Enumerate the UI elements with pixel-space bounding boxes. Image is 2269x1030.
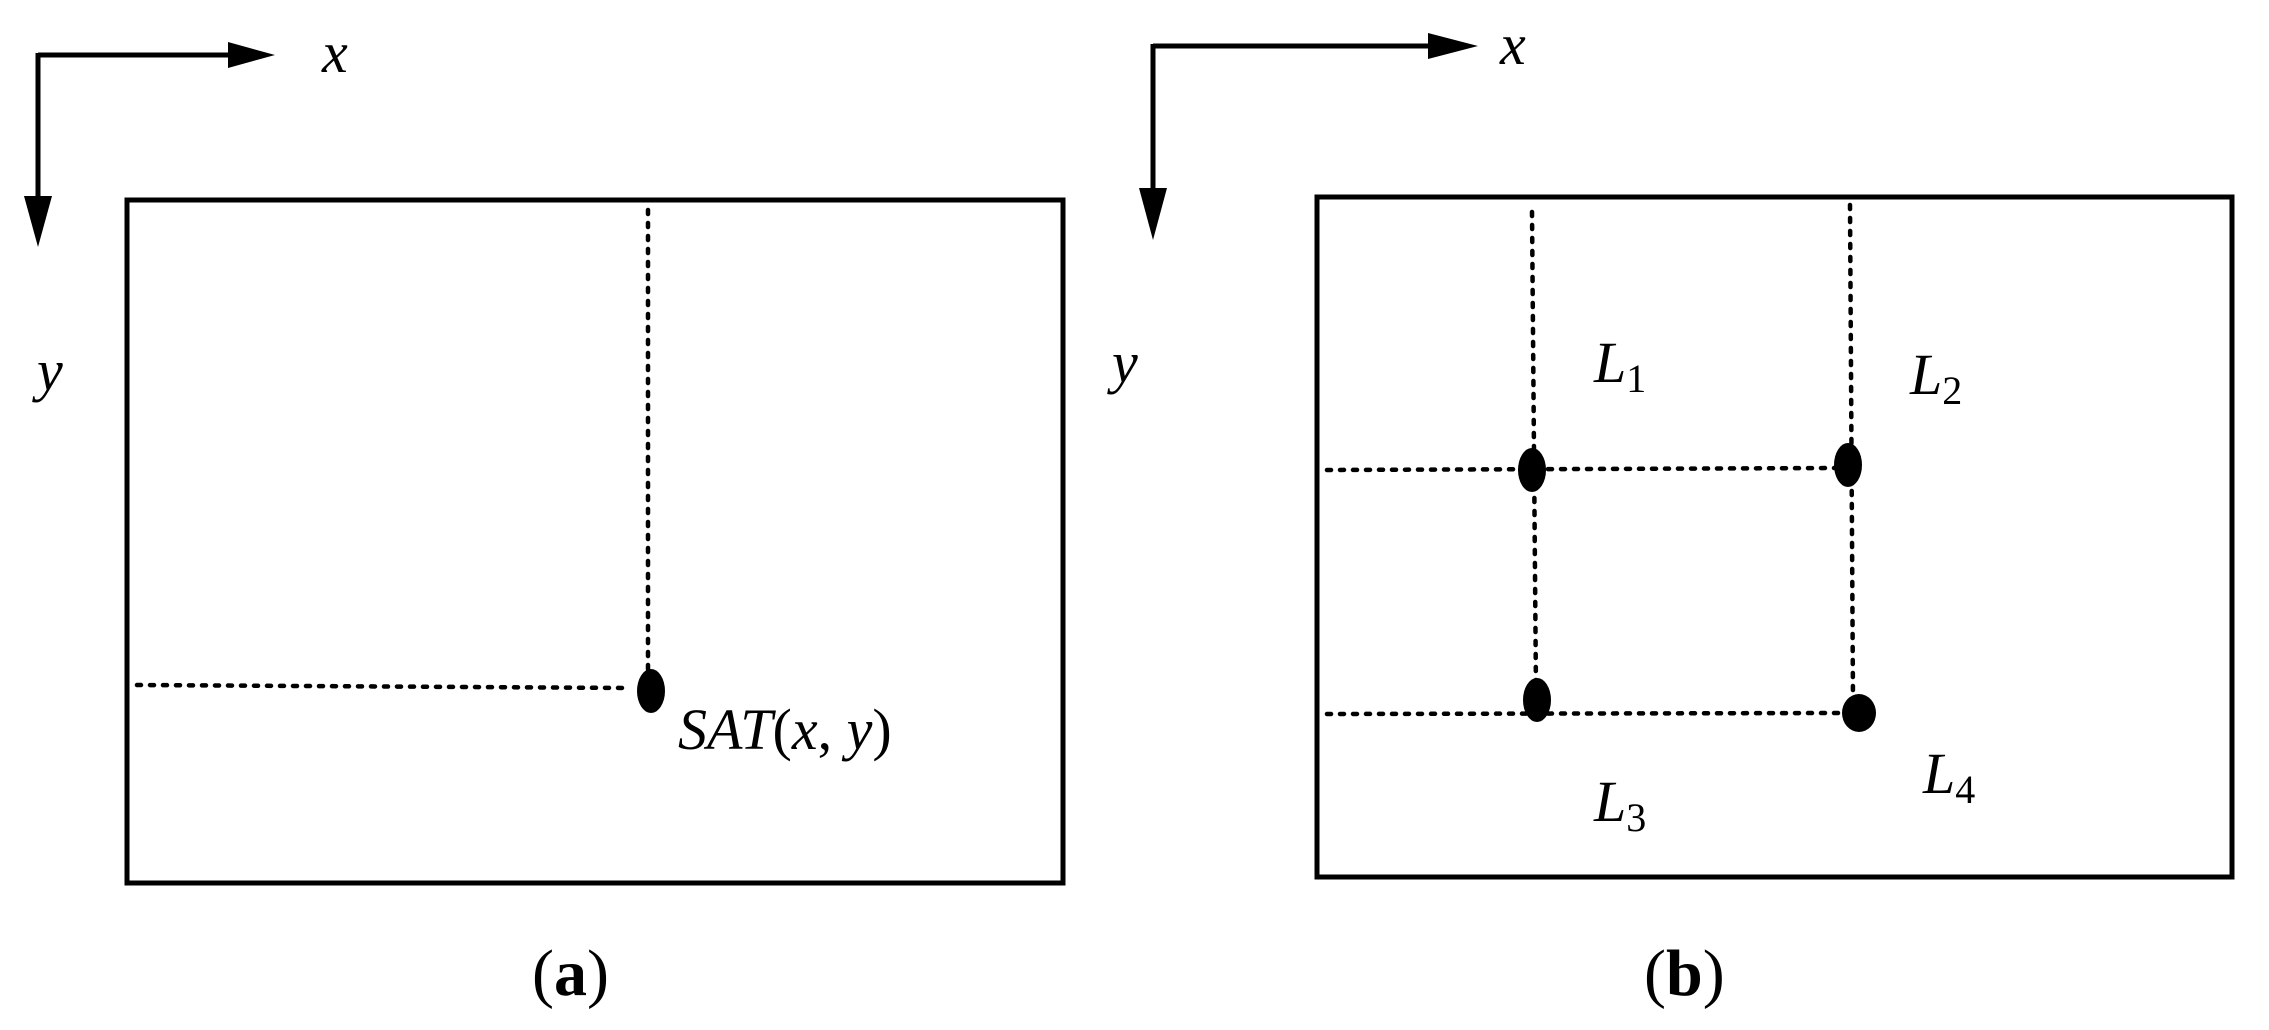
panel-b-label-l4-sub: 4 [1955,767,1975,812]
panel-a-sat-label-comma: , [818,697,847,762]
panel-b-axes: x y [1107,12,1526,395]
panel-a: x y SAT(x, y) (a) [24,20,1066,1010]
panel-b-caption-open: ( [1644,937,1666,1010]
panel-b-image-frame [1314,194,2235,880]
panel-a-axes: x y [24,20,348,403]
panel-a-y-arrowhead [24,196,52,247]
panel-b-point-l4 [1842,694,1876,732]
panel-a-sat-label: SAT(x, y) [678,697,892,762]
panel-a-caption-letter: a [554,937,587,1010]
panel-b-label-l4: L4 [1922,741,1975,812]
panel-b-x-arrowhead [1428,33,1478,59]
panel-b-caption-close: ) [1703,937,1725,1010]
panel-b-point-l2 [1834,443,1862,487]
panel-b-label-l1: L1 [1593,330,1646,401]
panel-a-sat-point [637,669,665,713]
panel-a-sat-label-x: x [791,697,818,762]
panel-b-point-l3 [1523,678,1551,722]
panel-b-label-l3-base: L [1593,769,1626,834]
panel-b-label-l2-sub: 2 [1942,368,1962,413]
panel-b-label-l2-base: L [1909,342,1942,407]
panel-a-caption-close: ) [587,937,609,1010]
panel-b-horizontal-guide-bottom [1324,710,1843,717]
panel-a-sat-label-main: SAT [678,697,776,762]
panel-a-image-frame [124,197,1066,886]
panel-a-x-arrowhead [228,42,275,68]
panel-b-y-axis-label: y [1107,330,1138,395]
panel-a-horizontal-guide [134,682,633,691]
panel-b-label-l1-base: L [1593,330,1626,395]
panel-b-caption-letter: b [1666,937,1703,1010]
panel-b-label-l3: L3 [1593,769,1646,840]
panel-a-sat-label-close: ) [872,697,891,762]
panel-a-sat-label-open: ( [773,697,792,762]
panel-b: x y L1 L2 L3 L4 (b) [1107,12,2235,1010]
panel-b-label-l1-sub: 1 [1626,356,1646,401]
panel-b-caption: (b) [1644,937,1725,1010]
panel-b-x-axis-label: x [1499,12,1526,77]
panel-a-caption-open: ( [532,937,554,1010]
panel-a-y-axis-label: y [32,338,63,403]
panel-b-y-arrowhead [1139,188,1167,240]
panel-b-horizontal-guide-top [1324,465,1843,473]
panel-b-label-l3-sub: 3 [1626,795,1646,840]
panel-a-sat-label-y: y [842,697,873,762]
panel-b-label-l2: L2 [1909,342,1962,413]
panel-b-label-l4-base: L [1922,741,1955,806]
panel-b-point-l1 [1518,448,1546,492]
panel-a-caption: (a) [532,937,609,1010]
panel-a-x-axis-label: x [321,20,348,85]
